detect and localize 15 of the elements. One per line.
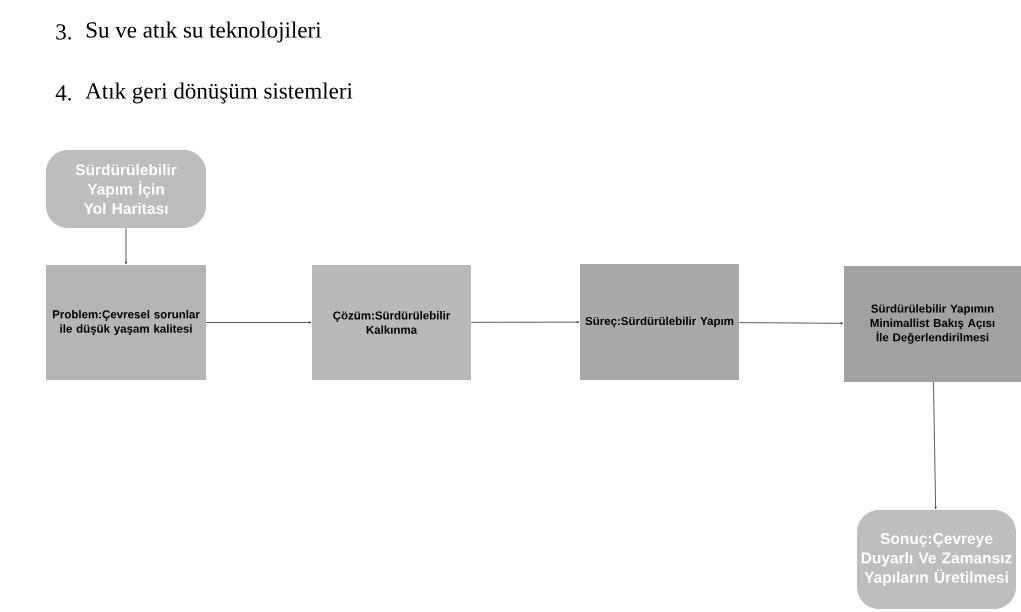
arrow <box>470 321 580 324</box>
process-box: Sürdürülebilir Yapımın Minimallist Bakış Açısı İle Değerlendirilmesi <box>844 266 1021 382</box>
arrow <box>205 321 312 324</box>
list-text: Atık geri dönüşüm sistemleri <box>85 82 353 104</box>
rounded-box: Sürdürülebilir Yapım İçin Yol Haritası <box>46 150 206 228</box>
arrow <box>738 322 844 325</box>
process-box: Süreç:Sürdürülebilir Yapım <box>580 264 739 380</box>
list-text: Su ve atık su teknolojileri <box>86 21 322 43</box>
process-box: Çözüm:Sürdürülebilir Kalkınma <box>312 265 471 380</box>
arrow <box>124 227 128 265</box>
process-box: Problem:Çevresel sorunlar ile düşük yaşam kalitesi <box>46 265 206 380</box>
rounded-box: Sonuç:Çevreye Duyarlı Ve Zamansız Yapıların Üretilmesi <box>857 510 1016 609</box>
list-text: 4. <box>55 85 71 101</box>
list-text: 3. <box>56 24 71 40</box>
arrow <box>933 381 937 510</box>
